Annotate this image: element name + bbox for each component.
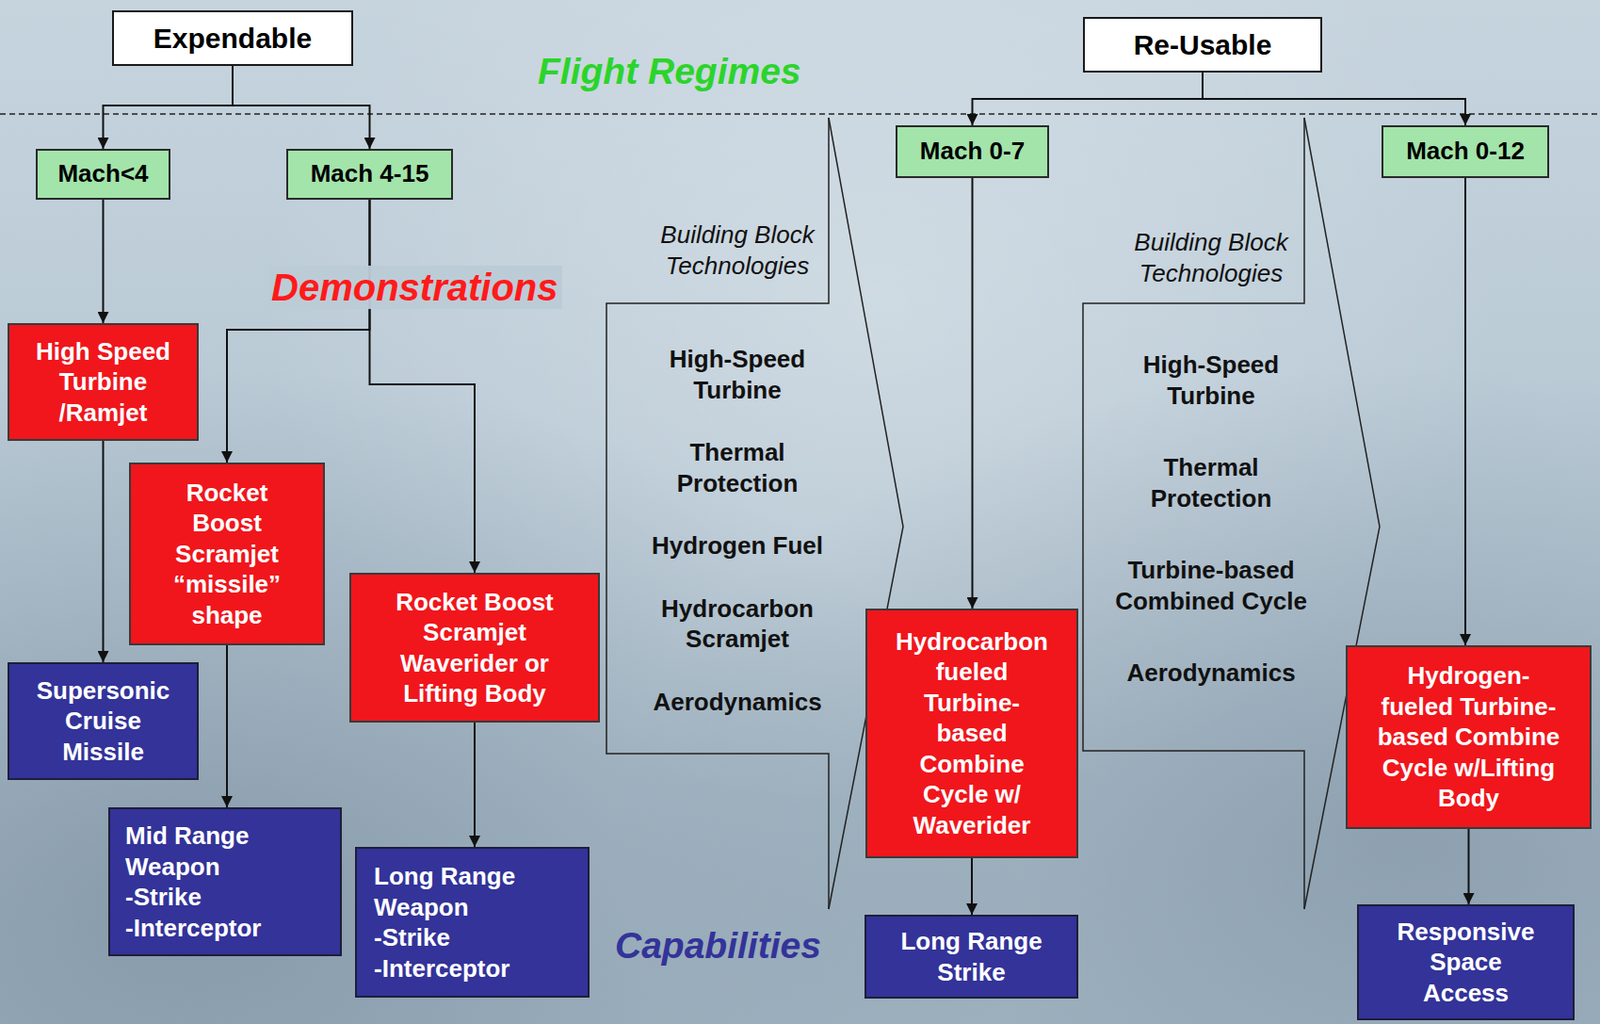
technology-arrow: Building Block TechnologiesHigh-Speed Tu… bbox=[605, 117, 905, 923]
flow-arrow bbox=[1464, 177, 1467, 646]
text-block: Mach<4 bbox=[43, 159, 163, 189]
demonstration-box: Rocket Boost Scramjet “missile” shape bbox=[129, 462, 325, 646]
regime-box: Mach<4 bbox=[35, 148, 171, 200]
capability-box: Long Range Weapon-Strike-Interceptor bbox=[355, 846, 590, 998]
box-text: Responsive Space Access bbox=[1391, 916, 1540, 1009]
technology-item: Aerodynamics bbox=[638, 686, 837, 718]
box-text: Mach 0-7 bbox=[903, 136, 1042, 166]
text-block: Expendable bbox=[123, 21, 342, 56]
dashed-divider bbox=[0, 113, 1600, 115]
text-block: Hydrogen- fueled Turbine-based Combine C… bbox=[1375, 660, 1562, 814]
technology-arrow: Building Block TechnologiesHigh-Speed Tu… bbox=[1082, 117, 1381, 923]
technology-item: Thermal Protection bbox=[1112, 452, 1310, 514]
box-text: Long Range Weapon bbox=[373, 860, 571, 922]
box-text: Rocket Boost Scramjet “missile” shape bbox=[151, 477, 303, 631]
text-block: High Speed Turbine /Ramjet bbox=[16, 336, 190, 429]
regime-box: Mach 0-12 bbox=[1381, 125, 1550, 178]
flow-arrow bbox=[972, 72, 1204, 126]
text-block: Long Range Weapon-Strike-Interceptor bbox=[373, 860, 571, 984]
demonstration-box: Hydrocarbon fueled Turbine- based Combin… bbox=[865, 608, 1079, 858]
text-block: Mach 0-7 bbox=[903, 136, 1042, 166]
flow-arrow bbox=[970, 857, 973, 915]
box-text: Mach 4-15 bbox=[293, 159, 446, 189]
box-text: Hydrogen- fueled Turbine-based Combine C… bbox=[1375, 660, 1562, 814]
demonstration-box: Hydrogen- fueled Turbine-based Combine C… bbox=[1345, 645, 1592, 829]
flow-arrow bbox=[370, 199, 476, 573]
flow-arrow bbox=[102, 199, 105, 324]
flow-arrow bbox=[226, 199, 371, 463]
group-heading: Building Block Technologies bbox=[1112, 226, 1310, 289]
capability-box: Long Range Strike bbox=[864, 914, 1079, 999]
flow-arrow bbox=[226, 645, 228, 808]
technology-item: Turbine-based Combined Cycle bbox=[1112, 554, 1310, 616]
technology-item: Hydrogen Fuel bbox=[638, 530, 837, 562]
text-block: Mach 0-12 bbox=[1389, 136, 1542, 166]
box-text: Rocket Boost Scramjet Waverider or Lifti… bbox=[379, 586, 570, 710]
box-text: Expendable bbox=[123, 21, 342, 56]
regime-box: Mach 0-7 bbox=[895, 125, 1050, 178]
flow-arrow bbox=[971, 177, 974, 609]
technology-item: High-Speed Turbine bbox=[1112, 349, 1310, 411]
box-text: Mach 0-12 bbox=[1389, 136, 1542, 166]
box-text: Supersonic Cruise Missile bbox=[28, 675, 178, 768]
demonstration-box: Rocket Boost Scramjet Waverider or Lifti… bbox=[349, 572, 600, 723]
flow-arrow bbox=[1468, 828, 1471, 905]
box-text: High Speed Turbine /Ramjet bbox=[16, 336, 190, 429]
capability-box: Supersonic Cruise Missile bbox=[7, 662, 199, 780]
list-item: -Interceptor bbox=[125, 912, 325, 944]
text-block: Mach 4-15 bbox=[293, 159, 446, 189]
box-text: Hydrocarbon fueled Turbine- based Combin… bbox=[890, 626, 1053, 841]
technology-item: High-Speed Turbine bbox=[638, 343, 837, 405]
text-block: Rocket Boost Scramjet “missile” shape bbox=[151, 477, 303, 631]
list-item: -Interceptor bbox=[373, 953, 571, 985]
text-block: Supersonic Cruise Missile bbox=[28, 675, 178, 768]
group-heading: Building Block Technologies bbox=[638, 219, 837, 281]
flow-arrow bbox=[103, 65, 234, 149]
technology-list: High-Speed TurbineThermal ProtectionHydr… bbox=[638, 343, 837, 717]
box-text: Re-Usable bbox=[1094, 28, 1311, 63]
flow-arrow bbox=[232, 65, 371, 149]
capability-box: Responsive Space Access bbox=[1357, 904, 1575, 1020]
text-block: Responsive Space Access bbox=[1391, 916, 1540, 1009]
flow-arrow bbox=[473, 722, 476, 847]
text-block: Re-Usable bbox=[1094, 28, 1311, 63]
technology-item: Thermal Protection bbox=[638, 436, 837, 499]
section-label: Flight Regimes bbox=[537, 50, 802, 94]
category-box: Re-Usable bbox=[1082, 16, 1323, 73]
flow-arrow bbox=[102, 440, 105, 663]
flow-arrow bbox=[1202, 72, 1466, 126]
text-block: Mid Range Weapon-Strike-Interceptor bbox=[125, 820, 325, 943]
technology-list: High-Speed TurbineThermal ProtectionTurb… bbox=[1112, 349, 1310, 689]
technology-item: Aerodynamics bbox=[1112, 657, 1310, 689]
text-block: Rocket Boost Scramjet Waverider or Lifti… bbox=[379, 586, 570, 710]
capability-box: Mid Range Weapon-Strike-Interceptor bbox=[108, 807, 342, 956]
regime-box: Mach 4-15 bbox=[286, 148, 453, 200]
demonstration-box: High Speed Turbine /Ramjet bbox=[7, 323, 199, 441]
text-block: Long Range Strike bbox=[885, 925, 1058, 987]
box-text: Long Range Strike bbox=[885, 925, 1058, 987]
list-item: -Strike bbox=[373, 921, 571, 954]
box-text: Mach<4 bbox=[43, 159, 163, 189]
section-label: Demonstrations bbox=[267, 265, 563, 309]
text-block: Hydrocarbon fueled Turbine- based Combin… bbox=[890, 626, 1053, 841]
section-label: Capabilities bbox=[614, 924, 822, 968]
box-text: Mid Range Weapon bbox=[125, 820, 325, 882]
list-item: -Strike bbox=[125, 881, 325, 913]
technology-item: Hydrocarbon Scramjet bbox=[638, 593, 837, 655]
category-box: Expendable bbox=[112, 10, 354, 66]
